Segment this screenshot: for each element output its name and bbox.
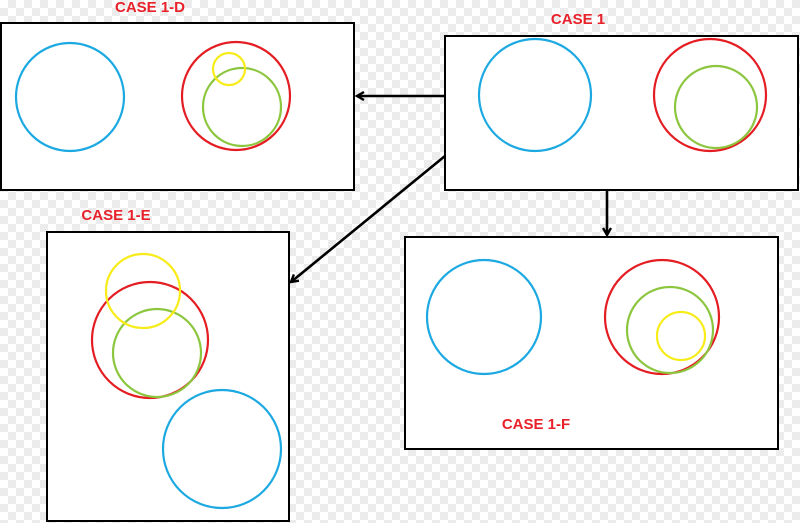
case-1f-yellow-circle [655, 310, 707, 362]
case-1e-blue-circle [161, 388, 283, 510]
case-1-box [444, 35, 799, 191]
arrow-case1-to-case1e [291, 154, 446, 282]
case-1d-panel [0, 22, 355, 191]
case-1e-box [46, 231, 290, 522]
case-1e-label: CASE 1-E [81, 207, 150, 224]
case-1f-box [404, 236, 779, 450]
case-1d-yellow-circle [211, 51, 247, 87]
case-1d-red-circle [180, 40, 292, 152]
case-1f-label: CASE 1-F [502, 416, 570, 433]
case-1e-panel [46, 231, 290, 522]
case-1f-green-circle [625, 285, 715, 375]
case-1e-yellow-circle [104, 252, 182, 330]
case-1d-box [0, 22, 355, 191]
case-1-panel [444, 35, 799, 191]
case-1f-red-circle [603, 258, 721, 376]
case-1e-red-circle [90, 280, 210, 400]
case-1d-green-circle [201, 66, 283, 148]
case-1d-label: CASE 1-D [115, 0, 185, 16]
case-1-red-circle [652, 37, 768, 153]
case-1f-panel [404, 236, 779, 450]
case-1d-blue-circle [14, 41, 126, 153]
case-1-green-circle [673, 64, 759, 150]
case-1-blue-circle [477, 37, 593, 153]
case-1e-green-circle [111, 307, 203, 399]
case-1f-blue-circle [425, 258, 543, 376]
case-1-label: CASE 1 [551, 11, 605, 28]
